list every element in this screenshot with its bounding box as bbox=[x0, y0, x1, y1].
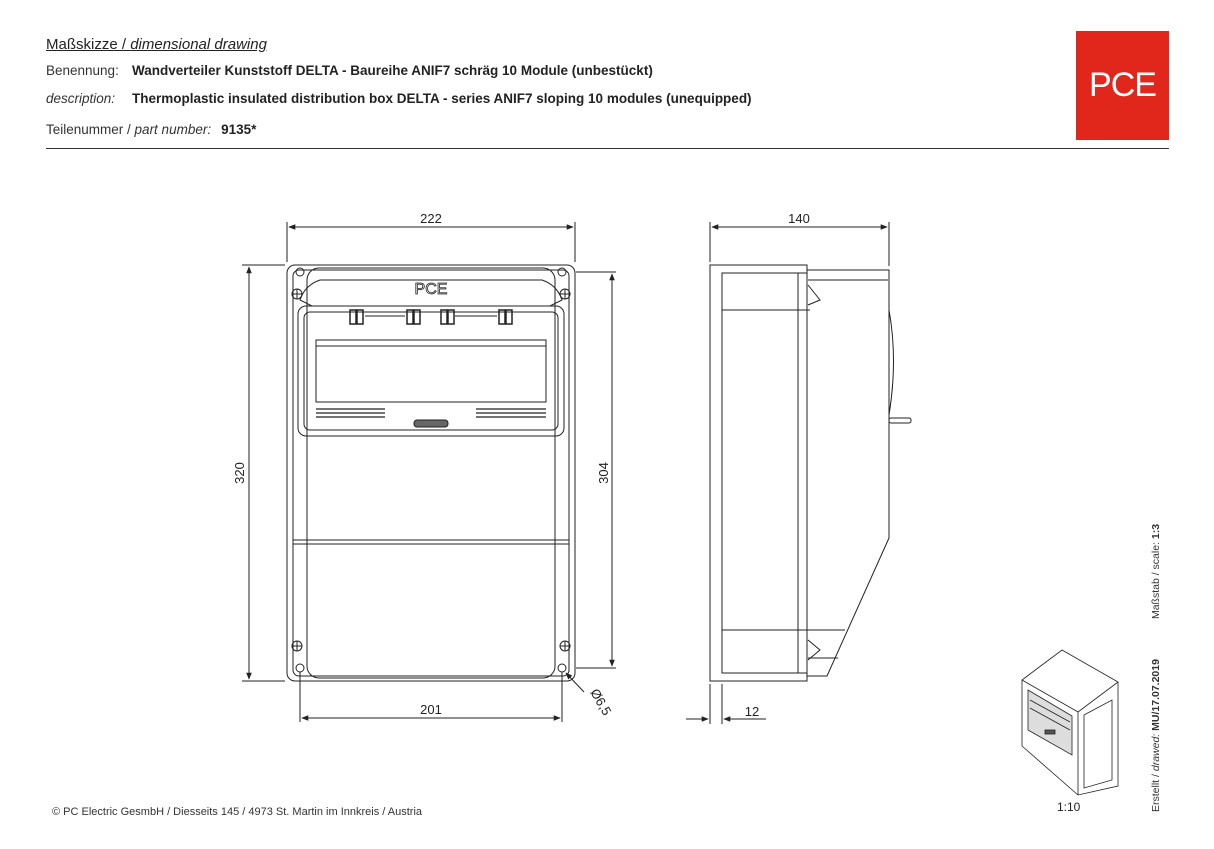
part-number-value: 9135* bbox=[221, 122, 257, 137]
dim-depth-top: 140 bbox=[788, 211, 810, 226]
mounting-holes bbox=[291, 267, 571, 673]
side-view bbox=[686, 222, 912, 724]
front-view bbox=[242, 222, 616, 722]
drawn-value: MU/17.07.2019 bbox=[1150, 659, 1162, 731]
dim-hole-diameter: Ø6,5 bbox=[587, 686, 614, 718]
part-number-row: Teilenummer / part number: 9135* bbox=[46, 122, 256, 137]
name-row: Benennung: Wandverteiler Kunststoff DELTA… bbox=[46, 63, 653, 78]
dim-height-left: 320 bbox=[232, 462, 247, 484]
description-value: Thermoplastic insulated distribution box… bbox=[132, 91, 752, 106]
side-info: Erstellt / drawed: MU/17.07.2019Maßstab … bbox=[1150, 523, 1162, 812]
drawing-title: Maßskizze / dimensional drawing bbox=[46, 36, 267, 53]
dim-height-right: 304 bbox=[596, 462, 611, 484]
title-english: dimensional drawing bbox=[130, 36, 267, 53]
dim-width-top: 222 bbox=[420, 211, 442, 226]
title-german: Maßskizze / bbox=[46, 36, 127, 53]
description-label: description: bbox=[46, 91, 116, 106]
footer-copyright: © PC Electric GesmbH / Diesseits 145 / 4… bbox=[52, 806, 423, 818]
dim-depth-bottom: 12 bbox=[745, 704, 759, 719]
name-label: Benennung: bbox=[46, 63, 119, 78]
isometric-view bbox=[1021, 649, 1119, 796]
description-row: description: Thermoplastic insulated dist… bbox=[46, 91, 752, 106]
name-value: Wandverteiler Kunststoff DELTA - Baureih… bbox=[132, 63, 653, 78]
dim-width-bottom: 201 bbox=[420, 702, 442, 717]
part-number-label: Teilenummer / part number: bbox=[46, 122, 212, 137]
pce-logo: PCE bbox=[1076, 31, 1169, 140]
scale-value: 1:3 bbox=[1150, 523, 1162, 540]
front-emboss-logo: PCE bbox=[415, 281, 448, 298]
iso-scale-label: 1:10 bbox=[1057, 800, 1081, 814]
header-divider bbox=[46, 148, 1169, 149]
